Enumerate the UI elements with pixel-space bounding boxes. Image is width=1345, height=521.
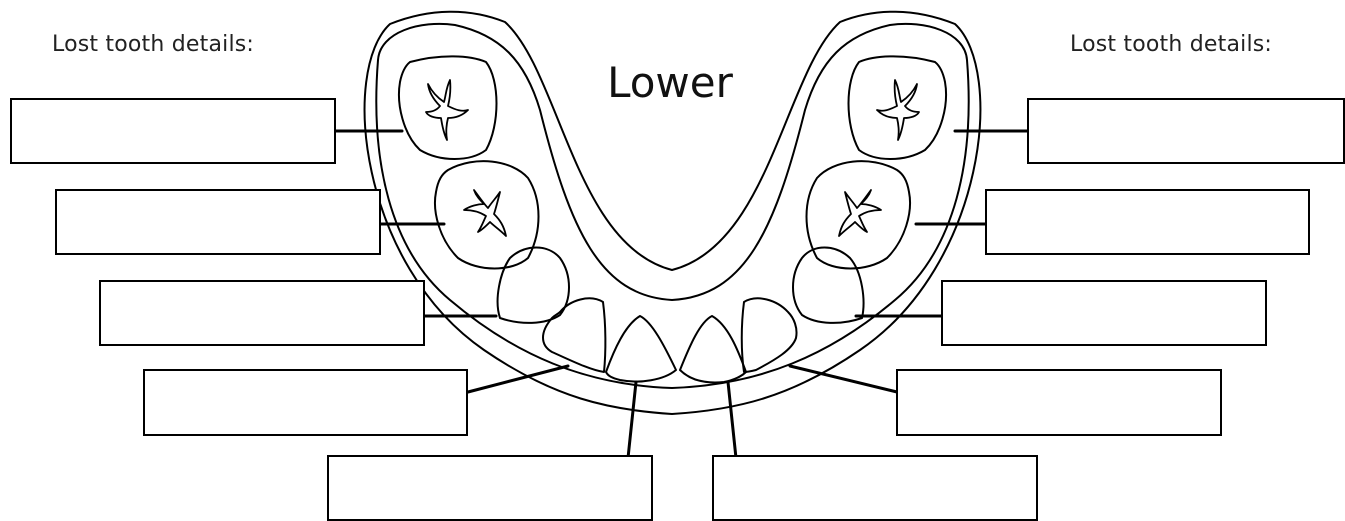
leader-line-right-4 bbox=[788, 364, 899, 394]
right-tooth-field-1[interactable] bbox=[1027, 98, 1345, 164]
gum-inner-outline bbox=[375, 22, 970, 389]
leader-line-right-5 bbox=[726, 380, 738, 460]
right-molar-1-fissure bbox=[876, 79, 920, 141]
left-heading: Lost tooth details: bbox=[52, 32, 255, 57]
right-heading: Lost tooth details: bbox=[1070, 32, 1273, 57]
left-tooth-field-1[interactable] bbox=[10, 98, 336, 164]
leader-line-left-5 bbox=[626, 380, 638, 460]
right-tooth-field-3[interactable] bbox=[941, 280, 1267, 346]
right-molar-1 bbox=[847, 55, 947, 160]
left-molar-1 bbox=[398, 55, 498, 160]
right-incisor bbox=[679, 315, 747, 384]
left-molar-1-fissure bbox=[425, 79, 469, 141]
left-canine bbox=[542, 297, 607, 373]
left-premolar bbox=[496, 246, 570, 324]
right-molar-2-fissure bbox=[838, 189, 882, 237]
left-tooth-field-4[interactable] bbox=[143, 369, 468, 436]
gum-outer-outline bbox=[363, 10, 982, 415]
right-tooth-field-5[interactable] bbox=[712, 455, 1038, 521]
right-tooth-field-2[interactable] bbox=[985, 189, 1310, 255]
left-tooth-field-2[interactable] bbox=[55, 189, 381, 255]
right-molar-2 bbox=[805, 160, 911, 270]
left-tooth-field-3[interactable] bbox=[99, 280, 425, 346]
leader-line-left-4 bbox=[466, 364, 570, 394]
right-canine bbox=[740, 297, 798, 373]
left-incisor bbox=[605, 315, 677, 383]
right-premolar bbox=[792, 246, 865, 324]
left-tooth-field-5[interactable] bbox=[327, 455, 653, 521]
jaw-title: Lower bbox=[607, 58, 733, 107]
left-molar-2-fissure bbox=[463, 189, 507, 237]
left-molar-2 bbox=[434, 160, 540, 270]
right-tooth-field-4[interactable] bbox=[896, 369, 1222, 436]
